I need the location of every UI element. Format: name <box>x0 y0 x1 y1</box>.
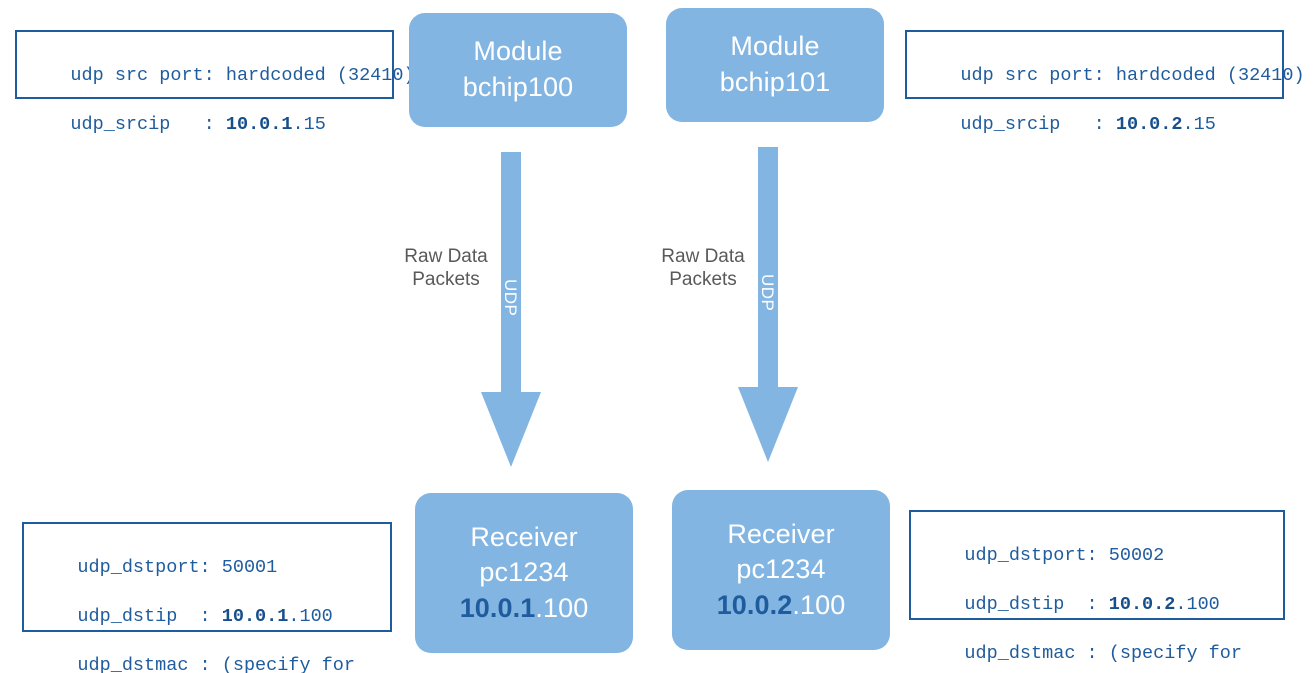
receiver-box-left[interactable]: Receiver pc1234 10.0.1.100 <box>415 493 633 653</box>
dest-note-right-line3: udp_dstmac : (specify for <box>964 642 1242 664</box>
receiver-left-ip: 10.0.1.100 <box>460 591 589 627</box>
source-note-left: udp src port: hardcoded (32410) udp_srci… <box>15 30 415 135</box>
receiver-right-name: pc1234 <box>736 554 826 585</box>
dest-note-left-line3: udp_dstmac : (specify for <box>77 654 355 673</box>
arrow-left-polygon <box>481 152 541 467</box>
receiver-right-ip-suffix: .100 <box>792 589 846 620</box>
receiver-left-ip-prefix: 10.0.1 <box>459 592 536 623</box>
module-bchip100-title: Module <box>473 36 563 67</box>
flow-label-right: Raw Data Packets <box>661 246 745 290</box>
source-note-right: udp src port: hardcoded (32410) udp_srci… <box>905 30 1305 135</box>
receiver-left-name: pc1234 <box>479 557 569 588</box>
source-note-right-line2-bold: 10.0.2 <box>1115 113 1183 135</box>
arrow-left-shape <box>481 152 541 467</box>
dest-note-left: udp_dstport: 50001 udp_dstip : 10.0.1.10… <box>22 522 392 673</box>
source-note-right-line2-tail: .15 <box>1182 113 1216 135</box>
module-bchip101-name: bchip101 <box>719 67 831 97</box>
arrow-left-protocol-label: UDP <box>501 279 520 317</box>
source-note-left-line2-label: udp_srcip : <box>70 113 226 135</box>
dest-note-right-line2-bold: 10.0.2 <box>1108 593 1176 615</box>
receiver-left-title: Receiver <box>470 521 578 552</box>
source-note-right-line2-label: udp_srcip : <box>960 113 1116 135</box>
dest-note-right-line1: udp_dstport: 50002 <box>964 544 1165 566</box>
receiver-left-ip-suffix: .100 <box>535 592 589 623</box>
receiver-right-ip-prefix: 10.0.2 <box>716 589 793 620</box>
source-note-right-line1: udp src port: hardcoded (32410) <box>960 64 1305 86</box>
dest-note-left-line1: udp_dstport: 50001 <box>77 556 278 578</box>
source-note-left-line1: udp src port: hardcoded (32410) <box>70 64 415 86</box>
flow-label-left: Raw Data Packets <box>404 246 488 290</box>
dest-note-left-line2-label: udp_dstip : <box>77 605 222 627</box>
dest-note-right-line2-tail: .100 <box>1175 593 1220 615</box>
module-bchip101-title: Module <box>730 31 820 62</box>
module-box-bchip100[interactable]: Module bchip100 <box>409 13 627 127</box>
module-bchip100-name: bchip100 <box>462 72 574 102</box>
arrow-right-shape <box>738 147 798 462</box>
receiver-right-title: Receiver <box>727 518 835 549</box>
arrow-left: UDP <box>481 152 541 467</box>
module-box-bchip101[interactable]: Module bchip101 <box>666 8 884 122</box>
source-note-left-line2-bold: 10.0.1 <box>225 113 293 135</box>
dest-note-right: udp_dstport: 50002 udp_dstip : 10.0.2.10… <box>909 510 1285 664</box>
dest-note-right-line2-label: udp_dstip : <box>964 593 1109 615</box>
receiver-right-ip: 10.0.2.100 <box>717 588 846 624</box>
dest-note-left-line2-bold: 10.0.1 <box>221 605 289 627</box>
receiver-box-right[interactable]: Receiver pc1234 10.0.2.100 <box>672 490 890 650</box>
arrow-right-protocol-label: UDP <box>758 274 777 312</box>
arrow-right: UDP <box>738 147 798 462</box>
arrow-right-polygon <box>738 147 798 462</box>
source-note-left-line2-tail: .15 <box>292 113 326 135</box>
dest-note-left-line2-tail: .100 <box>288 605 333 627</box>
